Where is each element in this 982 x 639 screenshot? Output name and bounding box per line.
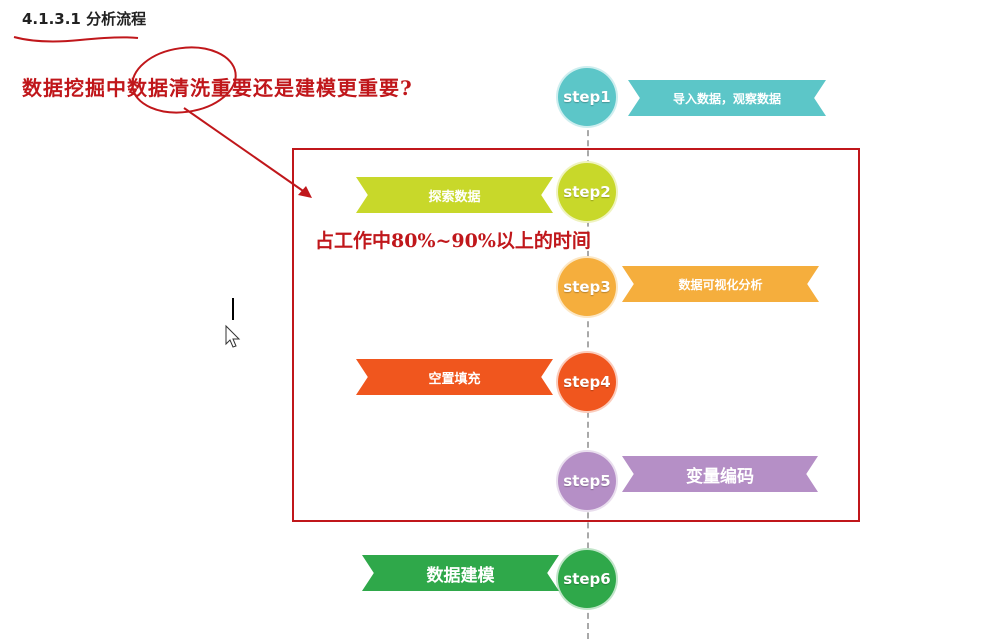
step3-label: step3 xyxy=(563,278,611,296)
step3-circle: step3 xyxy=(556,256,618,318)
step4-circle: step4 xyxy=(556,351,618,413)
step1-circle: step1 xyxy=(556,66,618,128)
heading-underline xyxy=(13,36,139,43)
step2-banner: 探索数据 xyxy=(356,177,553,213)
step1-banner: 导入数据，观察数据 xyxy=(628,80,826,116)
step1-label: step1 xyxy=(563,88,611,106)
step5-banner: 变量编码 xyxy=(622,456,818,492)
step6-circle: step6 xyxy=(556,548,618,610)
mouse-pointer-icon xyxy=(225,324,241,348)
question-text: 数据挖掘中数据清洗重要还是建模更重要? xyxy=(22,76,413,100)
step5-label: step5 xyxy=(563,472,611,490)
step1-banner-text: 导入数据，观察数据 xyxy=(672,91,781,106)
step4-banner: 空置填充 xyxy=(356,359,553,395)
highlight-ellipse xyxy=(131,46,237,114)
step2-label: step2 xyxy=(563,183,611,201)
step5-circle: step5 xyxy=(556,450,618,512)
step3-banner-text: 数据可视化分析 xyxy=(678,277,763,292)
step5-banner-text: 变量编码 xyxy=(686,466,754,487)
step4-label: step4 xyxy=(563,373,611,391)
step6-label: step6 xyxy=(563,570,611,588)
highlight-box xyxy=(292,148,860,522)
step4-banner-text: 空置填充 xyxy=(428,371,481,387)
step6-banner-text: 数据建模 xyxy=(426,565,495,586)
step2-banner-text: 探索数据 xyxy=(428,189,481,205)
section-heading: 4.1.3.1 分析流程 xyxy=(22,10,147,28)
annotation-arrow-line xyxy=(183,107,307,194)
time-share-note: 占工作中80%~90%以上的时间 xyxy=(315,230,591,252)
step3-banner: 数据可视化分析 xyxy=(622,266,819,302)
annotation-arrow-head xyxy=(298,186,312,198)
step2-circle: step2 xyxy=(556,161,618,223)
step6-banner: 数据建模 xyxy=(362,555,559,591)
